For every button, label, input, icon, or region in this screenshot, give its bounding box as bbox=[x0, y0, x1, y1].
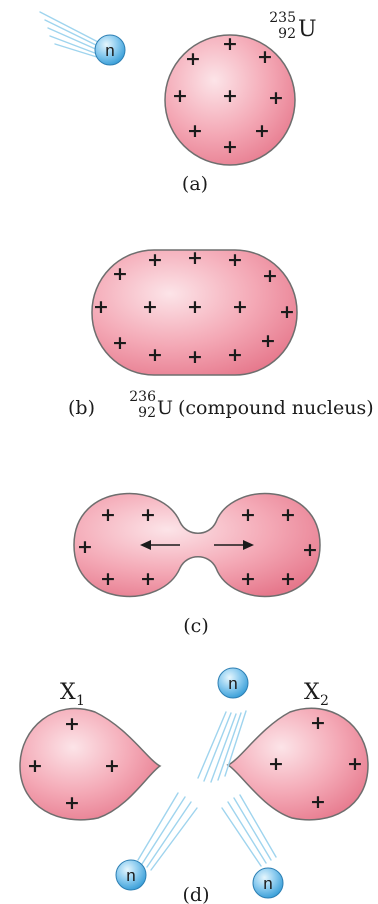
plus-charge: + bbox=[260, 330, 276, 352]
neutron-bottom-left: n bbox=[116, 860, 146, 890]
isotope-label-u235: 235 92 U bbox=[269, 10, 316, 42]
nucleus-atomic-number: 92 bbox=[278, 26, 296, 42]
panel-d: X 1 X 2 + + + + + + + + bbox=[20, 668, 368, 904]
plus-charge: + bbox=[232, 296, 248, 318]
fragment-x1-label: X 1 bbox=[60, 680, 85, 709]
neutron-label: n bbox=[105, 41, 114, 60]
panel-b: + + + + + + + + + + + + + + + (b) 236 92… bbox=[68, 247, 374, 421]
plus-charge: + bbox=[140, 504, 156, 526]
neutron-streaks-bottom-right bbox=[222, 795, 276, 866]
plus-charge: + bbox=[27, 755, 43, 777]
plus-charge: + bbox=[100, 568, 116, 590]
neutron-label: n bbox=[263, 874, 272, 893]
plus-charge: + bbox=[257, 46, 273, 68]
nucleus-atomic-number: 92 bbox=[138, 405, 156, 421]
nucleus-element: U bbox=[298, 17, 317, 42]
plus-charge: + bbox=[310, 791, 326, 813]
fragment-left-subscript: 1 bbox=[76, 693, 85, 709]
plus-charge: + bbox=[112, 263, 128, 285]
plus-charge: + bbox=[187, 247, 203, 269]
neutron: n bbox=[95, 35, 125, 65]
caption-a: (a) bbox=[182, 173, 208, 195]
plus-charge: + bbox=[77, 536, 93, 558]
plus-charge: + bbox=[147, 249, 163, 271]
fragment-right-subscript: 2 bbox=[320, 693, 329, 709]
plus-charge: + bbox=[310, 712, 326, 734]
panel-b-caption-prefix: (b) bbox=[68, 397, 95, 419]
neutron-top: n bbox=[218, 668, 248, 698]
plus-charge: + bbox=[100, 504, 116, 526]
plus-charge: + bbox=[227, 249, 243, 271]
fragment-right-symbol: X bbox=[304, 680, 320, 705]
plus-charge: + bbox=[268, 753, 284, 775]
plus-charge: + bbox=[104, 755, 120, 777]
plus-charge: + bbox=[302, 539, 318, 561]
panel-a: n + + + + + + + + + 235 92 U (a) bbox=[40, 10, 317, 195]
plus-charge: + bbox=[112, 332, 128, 354]
plus-charge: + bbox=[222, 33, 238, 55]
plus-charge: + bbox=[147, 344, 163, 366]
plus-charge: + bbox=[187, 120, 203, 142]
plus-charge: + bbox=[64, 792, 80, 814]
plus-charge: + bbox=[347, 753, 363, 775]
plus-charge: + bbox=[222, 85, 238, 107]
caption-d: (d) bbox=[183, 884, 210, 904]
neutron-streaks-bottom-left bbox=[138, 793, 197, 870]
nucleus-element: U bbox=[157, 397, 173, 419]
panel-c: + + + + + + + + + + (c) bbox=[74, 494, 320, 637]
plus-charge: + bbox=[254, 120, 270, 142]
plus-charge: + bbox=[280, 504, 296, 526]
plus-charge: + bbox=[268, 87, 284, 109]
plus-charge: + bbox=[187, 296, 203, 318]
plus-charge: + bbox=[240, 504, 256, 526]
panel-b-caption-suffix: (compound nucleus) bbox=[178, 397, 374, 419]
nucleus-mass-number: 235 bbox=[269, 10, 296, 26]
plus-charge: + bbox=[187, 346, 203, 368]
plus-charge: + bbox=[279, 301, 295, 323]
neutron-label: n bbox=[126, 866, 135, 885]
plus-charge: + bbox=[227, 344, 243, 366]
nucleus-mass-number: 236 bbox=[129, 389, 156, 405]
plus-charge: + bbox=[240, 568, 256, 590]
fragment-left-symbol: X bbox=[60, 680, 76, 705]
plus-charge: + bbox=[222, 136, 238, 158]
plus-charge: + bbox=[172, 85, 188, 107]
plus-charge: + bbox=[140, 568, 156, 590]
neutron-bottom-right: n bbox=[253, 868, 283, 898]
plus-charge: + bbox=[93, 296, 109, 318]
caption-c: (c) bbox=[183, 615, 208, 637]
plus-charge: + bbox=[142, 296, 158, 318]
incoming-neutron-streaks bbox=[40, 12, 100, 58]
plus-charge: + bbox=[64, 713, 80, 735]
plus-charge: + bbox=[280, 568, 296, 590]
neutron-label: n bbox=[228, 674, 237, 693]
caption-b: (b) 236 92 U (compound nucleus) bbox=[68, 389, 374, 421]
plus-charge: + bbox=[262, 265, 278, 287]
fragment-x2-label: X 2 bbox=[304, 680, 329, 709]
plus-charge: + bbox=[185, 48, 201, 70]
